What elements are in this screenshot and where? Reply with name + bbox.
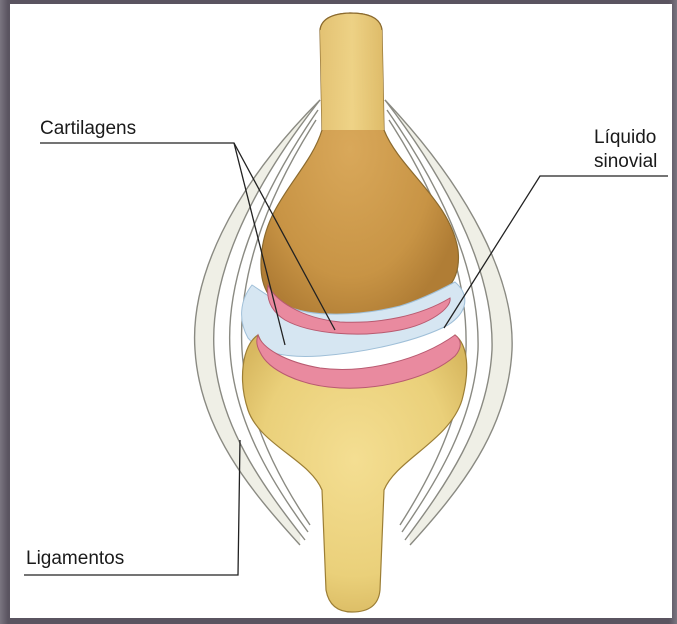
label-ligaments: Ligamentos xyxy=(26,548,124,569)
label-cartilage: Cartilagens xyxy=(40,118,136,139)
label-synovial-line1: Líquido xyxy=(594,127,656,148)
label-synovial-line2: sinovial xyxy=(594,151,657,172)
